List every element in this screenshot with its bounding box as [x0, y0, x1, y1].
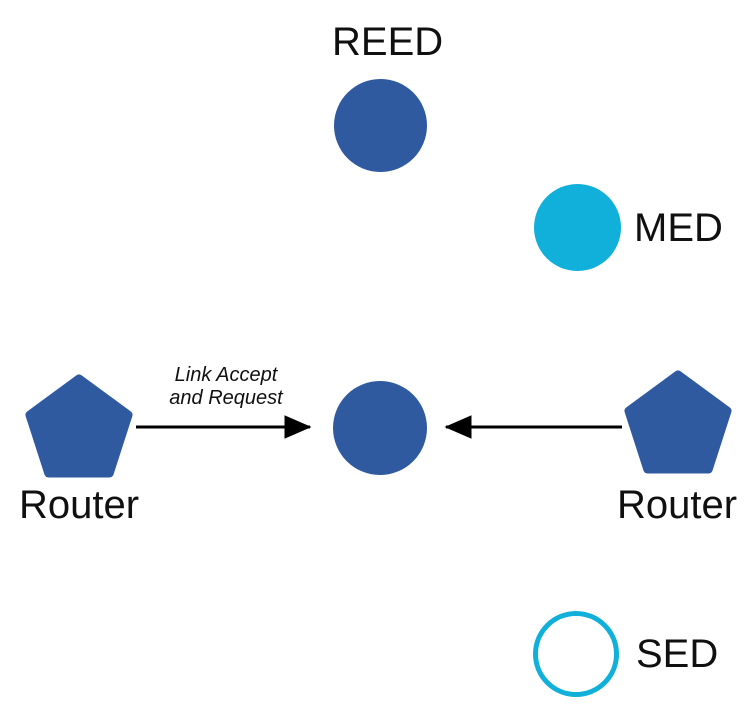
node-med[interactable] [534, 184, 621, 271]
node-sed-label: SED [636, 632, 719, 676]
node-router-left[interactable] [25, 374, 133, 478]
node-reed[interactable] [334, 79, 427, 172]
edge-label-line-1: Link Accept [174, 364, 278, 386]
node-router-left-label: Router [19, 483, 140, 527]
node-sed[interactable] [533, 611, 619, 697]
edge-link-accept-request-label: Link Accept and Request [126, 364, 326, 410]
node-router-right-label: Router [617, 483, 738, 527]
edge-label-line-2: and Request [169, 387, 283, 409]
node-reed-label: REED [332, 20, 444, 64]
node-med-label: MED [634, 206, 723, 250]
node-leader[interactable] [333, 381, 427, 475]
node-router-right[interactable] [624, 370, 732, 474]
